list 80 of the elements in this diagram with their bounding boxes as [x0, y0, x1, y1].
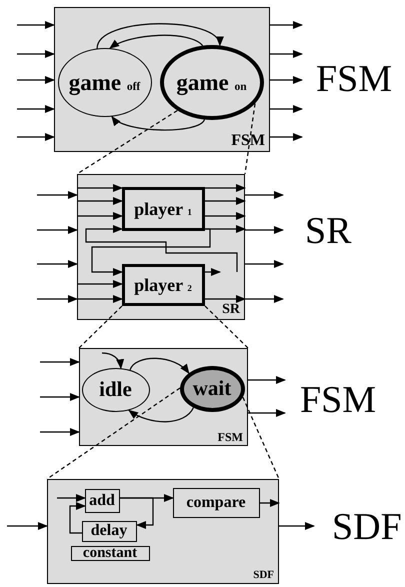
arrow [205, 295, 246, 303]
zoom-line [244, 103, 256, 174]
arrow [270, 21, 303, 29]
arrow [77, 197, 123, 205]
arrow [77, 295, 123, 303]
arrow [245, 260, 284, 268]
arrow [77, 280, 123, 288]
arrow [205, 184, 246, 192]
state-name: idle [99, 379, 132, 400]
arrow [205, 268, 221, 276]
zoom-line [242, 396, 280, 480]
state-ellipse [82, 368, 150, 412]
model-label: FSM [231, 133, 265, 149]
zoom-line [46, 387, 180, 480]
arrow [57, 494, 86, 502]
actor-box [122, 264, 204, 306]
arrow [270, 50, 303, 58]
model-panel [54, 7, 270, 152]
arrow [17, 50, 55, 58]
arrow [245, 226, 284, 234]
arrow [17, 105, 55, 113]
arrow [96, 23, 221, 49]
arrow [245, 295, 284, 303]
actor-box [84, 488, 120, 512]
arrow [17, 21, 55, 29]
zoom-line [76, 110, 178, 174]
actor-name: compare [186, 494, 246, 510]
arrow [279, 522, 315, 530]
arrow [245, 191, 284, 199]
state-name: wait [192, 378, 232, 399]
zoom-line [78, 306, 122, 348]
arrow [120, 497, 154, 529]
arrow [77, 184, 123, 192]
actor-name: delay [90, 523, 128, 539]
arrow [270, 76, 303, 84]
arrow [109, 34, 204, 49]
model-panel [77, 174, 245, 320]
state-ellipse [58, 48, 152, 116]
arrow [205, 197, 246, 205]
domain-label: SDF [332, 508, 402, 546]
arrow [37, 226, 78, 234]
arrow [270, 133, 303, 141]
arrow [85, 225, 238, 272]
domain-label: FSM [300, 381, 376, 419]
model-label: SDF [253, 570, 274, 581]
arrow [260, 499, 280, 507]
arrow [37, 191, 78, 199]
arrow [37, 260, 78, 268]
arrow [40, 428, 80, 436]
actor-name: add [89, 492, 115, 508]
arrow [17, 133, 55, 141]
arrow [248, 409, 286, 417]
actor-box [70, 546, 150, 560]
actor-name: constant [82, 546, 138, 560]
arrow [91, 228, 211, 276]
arrow [111, 116, 205, 131]
actor-box [82, 520, 136, 542]
arrow [77, 212, 123, 220]
state-ellipse [180, 366, 244, 412]
arrow [40, 393, 80, 401]
actor-box [172, 488, 260, 518]
arrow [17, 76, 55, 84]
arrow [128, 407, 194, 422]
domain-label: SR [305, 212, 352, 250]
model-panel [79, 348, 248, 446]
model-panel [47, 479, 279, 584]
model-label: SR [222, 303, 240, 317]
model-label: FSM [218, 431, 243, 443]
arrow [7, 522, 48, 530]
arrow [205, 212, 246, 220]
arrow [37, 295, 78, 303]
arrow [40, 358, 80, 366]
arrow [69, 502, 86, 534]
actor-box [122, 186, 204, 230]
state-ellipse [160, 44, 264, 120]
zoom-line [204, 306, 248, 348]
domain-label: FSM [316, 60, 392, 98]
arrow [130, 358, 190, 374]
arrow [102, 352, 124, 370]
arrow [270, 105, 303, 113]
